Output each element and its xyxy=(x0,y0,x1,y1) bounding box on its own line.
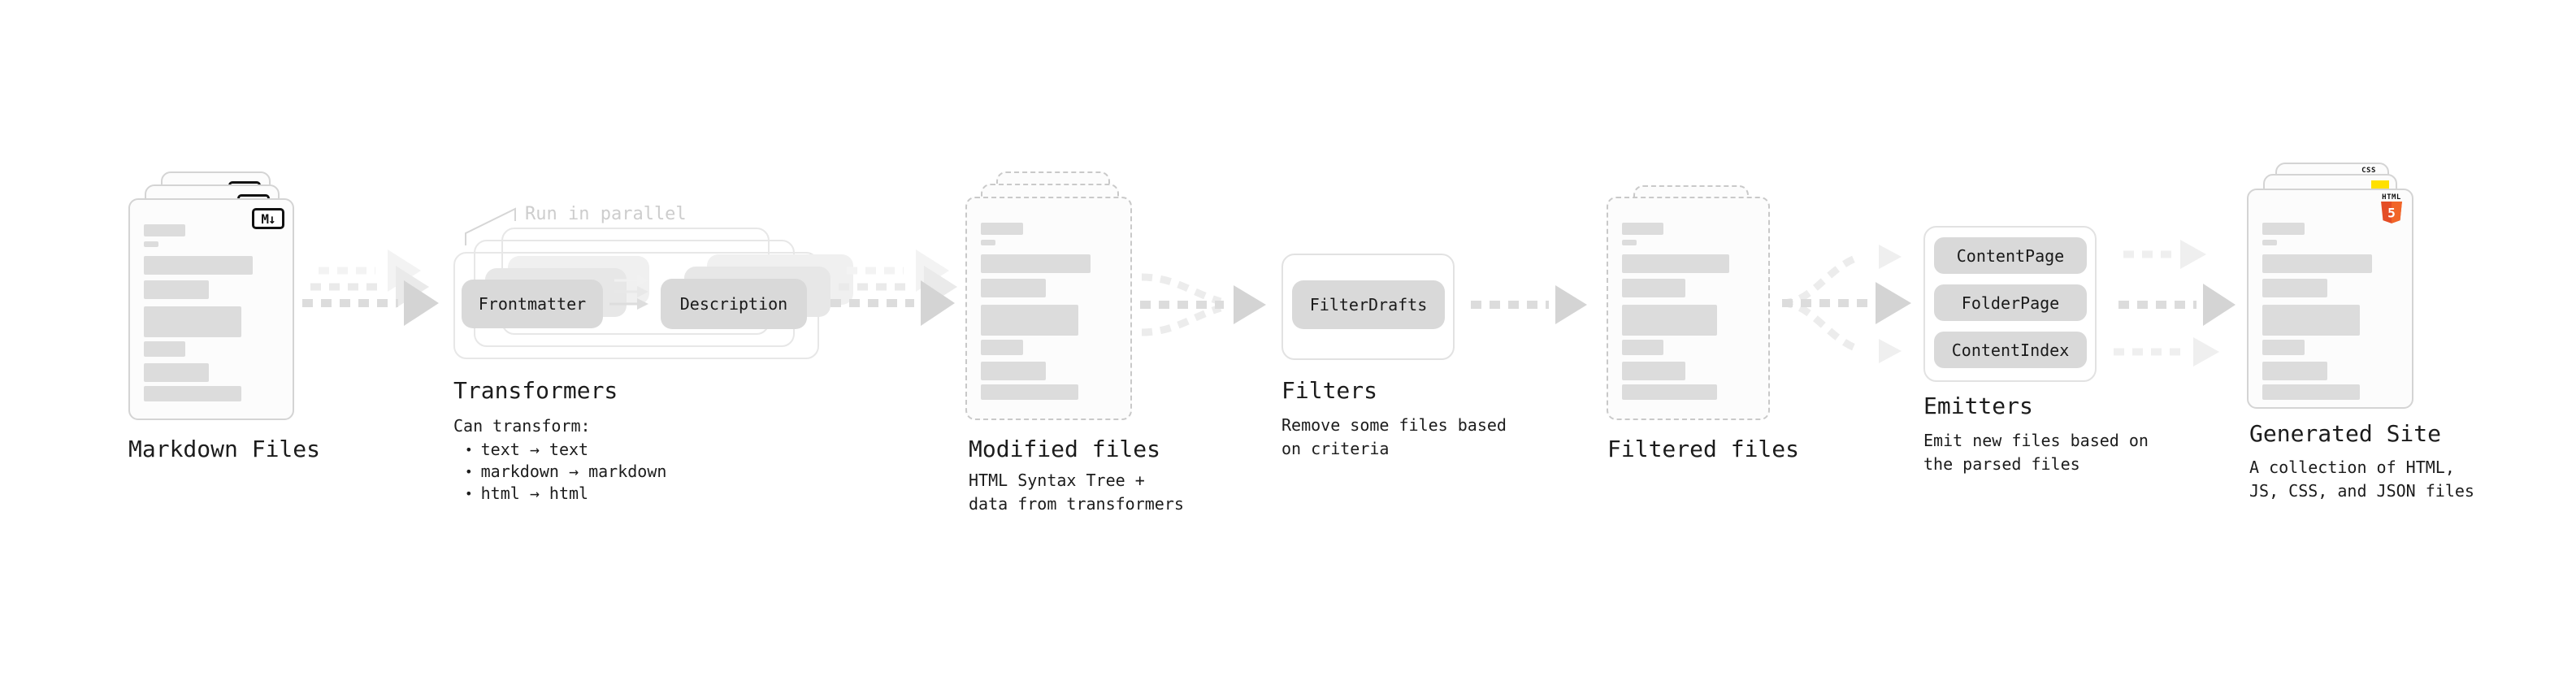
content-bar xyxy=(981,362,1047,380)
stage-title-emitters: Emitters xyxy=(1923,393,2033,419)
arrow-emitters-to-generated xyxy=(2114,240,2236,367)
content-bar xyxy=(144,386,241,401)
content-bar xyxy=(2262,279,2328,297)
markdown-icon: M↓ xyxy=(252,208,284,229)
content-bar xyxy=(144,241,159,247)
stage-title-markdown-files: Markdown Files xyxy=(128,436,321,462)
modified-doc-front xyxy=(965,197,1132,420)
transformers-desc-heading: Can transform: xyxy=(453,416,591,436)
folderpage-pill: FolderPage xyxy=(1934,284,2087,321)
emitters-subtitle: Emit new files based on the parsed files xyxy=(1923,431,2149,474)
stage-title-generated-site: Generated Site xyxy=(2249,420,2442,447)
frontmatter-pill: Frontmatter xyxy=(462,280,603,328)
html5-logo-icon: HTML 5 xyxy=(2381,194,2402,228)
content-bar xyxy=(1622,223,1663,235)
arrow-filters-to-filtered xyxy=(1471,285,1587,324)
doc-skeleton xyxy=(2262,223,2398,400)
svg-text:5: 5 xyxy=(2387,205,2396,220)
content-bar xyxy=(981,254,1091,273)
contentindex-pill: ContentIndex xyxy=(1934,332,2087,368)
content-bar xyxy=(2262,223,2305,235)
doc-skeleton xyxy=(1622,223,1754,400)
content-bar xyxy=(144,306,241,337)
bullet-item: markdown → markdown xyxy=(453,461,667,483)
doc-skeleton xyxy=(981,223,1117,400)
content-bar xyxy=(981,305,1079,336)
content-bar xyxy=(2262,362,2328,380)
content-bar xyxy=(2262,254,2373,273)
content-bar xyxy=(144,256,254,275)
filters-subtitle: Remove some files based on criteria xyxy=(1281,415,1507,458)
content-bar xyxy=(981,384,1079,400)
description-pill: Description xyxy=(661,279,807,329)
content-bar xyxy=(144,341,186,357)
content-bar xyxy=(2262,305,2361,336)
stage-title-filtered-files: Filtered files xyxy=(1607,436,1800,462)
content-bar xyxy=(981,340,1023,355)
contentpage-pill: ContentPage xyxy=(1934,237,2087,274)
bullet-item: text → text xyxy=(453,439,666,461)
markdown-doc-front: M↓ xyxy=(128,198,294,420)
run-in-parallel-note: Run in parallel xyxy=(525,204,687,224)
stage-title-filters: Filters xyxy=(1281,377,1378,404)
filtered-doc-front xyxy=(1607,197,1770,420)
content-bar xyxy=(144,224,186,236)
js-file-icon xyxy=(2371,180,2389,190)
bullet-item: html → html xyxy=(453,483,666,505)
doc-skeleton xyxy=(144,224,279,401)
content-bar xyxy=(1622,279,1686,297)
content-bar xyxy=(2262,240,2278,245)
modified-files-subtitle: HTML Syntax Tree + data from transformer… xyxy=(969,471,1184,514)
content-bar xyxy=(981,279,1047,297)
content-bar xyxy=(1622,362,1686,380)
content-bar xyxy=(144,363,209,382)
content-bar xyxy=(2262,384,2361,400)
content-bar xyxy=(1622,254,1730,273)
content-bar xyxy=(1622,305,1718,336)
content-bar xyxy=(1622,340,1663,355)
generated-doc-front: HTML 5 xyxy=(2247,189,2413,409)
content-bar xyxy=(981,223,1023,235)
content-bar xyxy=(1622,384,1718,400)
arrow-modified-to-filters xyxy=(1140,273,1266,336)
generated-site-subtitle: A collection of HTML, JS, CSS, and JSON … xyxy=(2249,458,2474,501)
stage-title-transformers: Transformers xyxy=(453,377,618,404)
content-bar xyxy=(981,240,996,245)
content-bar xyxy=(1622,240,1637,245)
content-bar xyxy=(2262,340,2305,355)
arrow-filtered-to-emitters xyxy=(1781,245,1911,363)
arrow-markdown-to-transformers xyxy=(302,249,439,326)
filterdrafts-pill: FilterDrafts xyxy=(1292,280,1445,329)
transformers-bullet-list: text → text markdown → markdown html → h… xyxy=(453,439,667,505)
stage-title-modified-files: Modified files xyxy=(969,436,1161,462)
content-bar xyxy=(144,280,209,299)
